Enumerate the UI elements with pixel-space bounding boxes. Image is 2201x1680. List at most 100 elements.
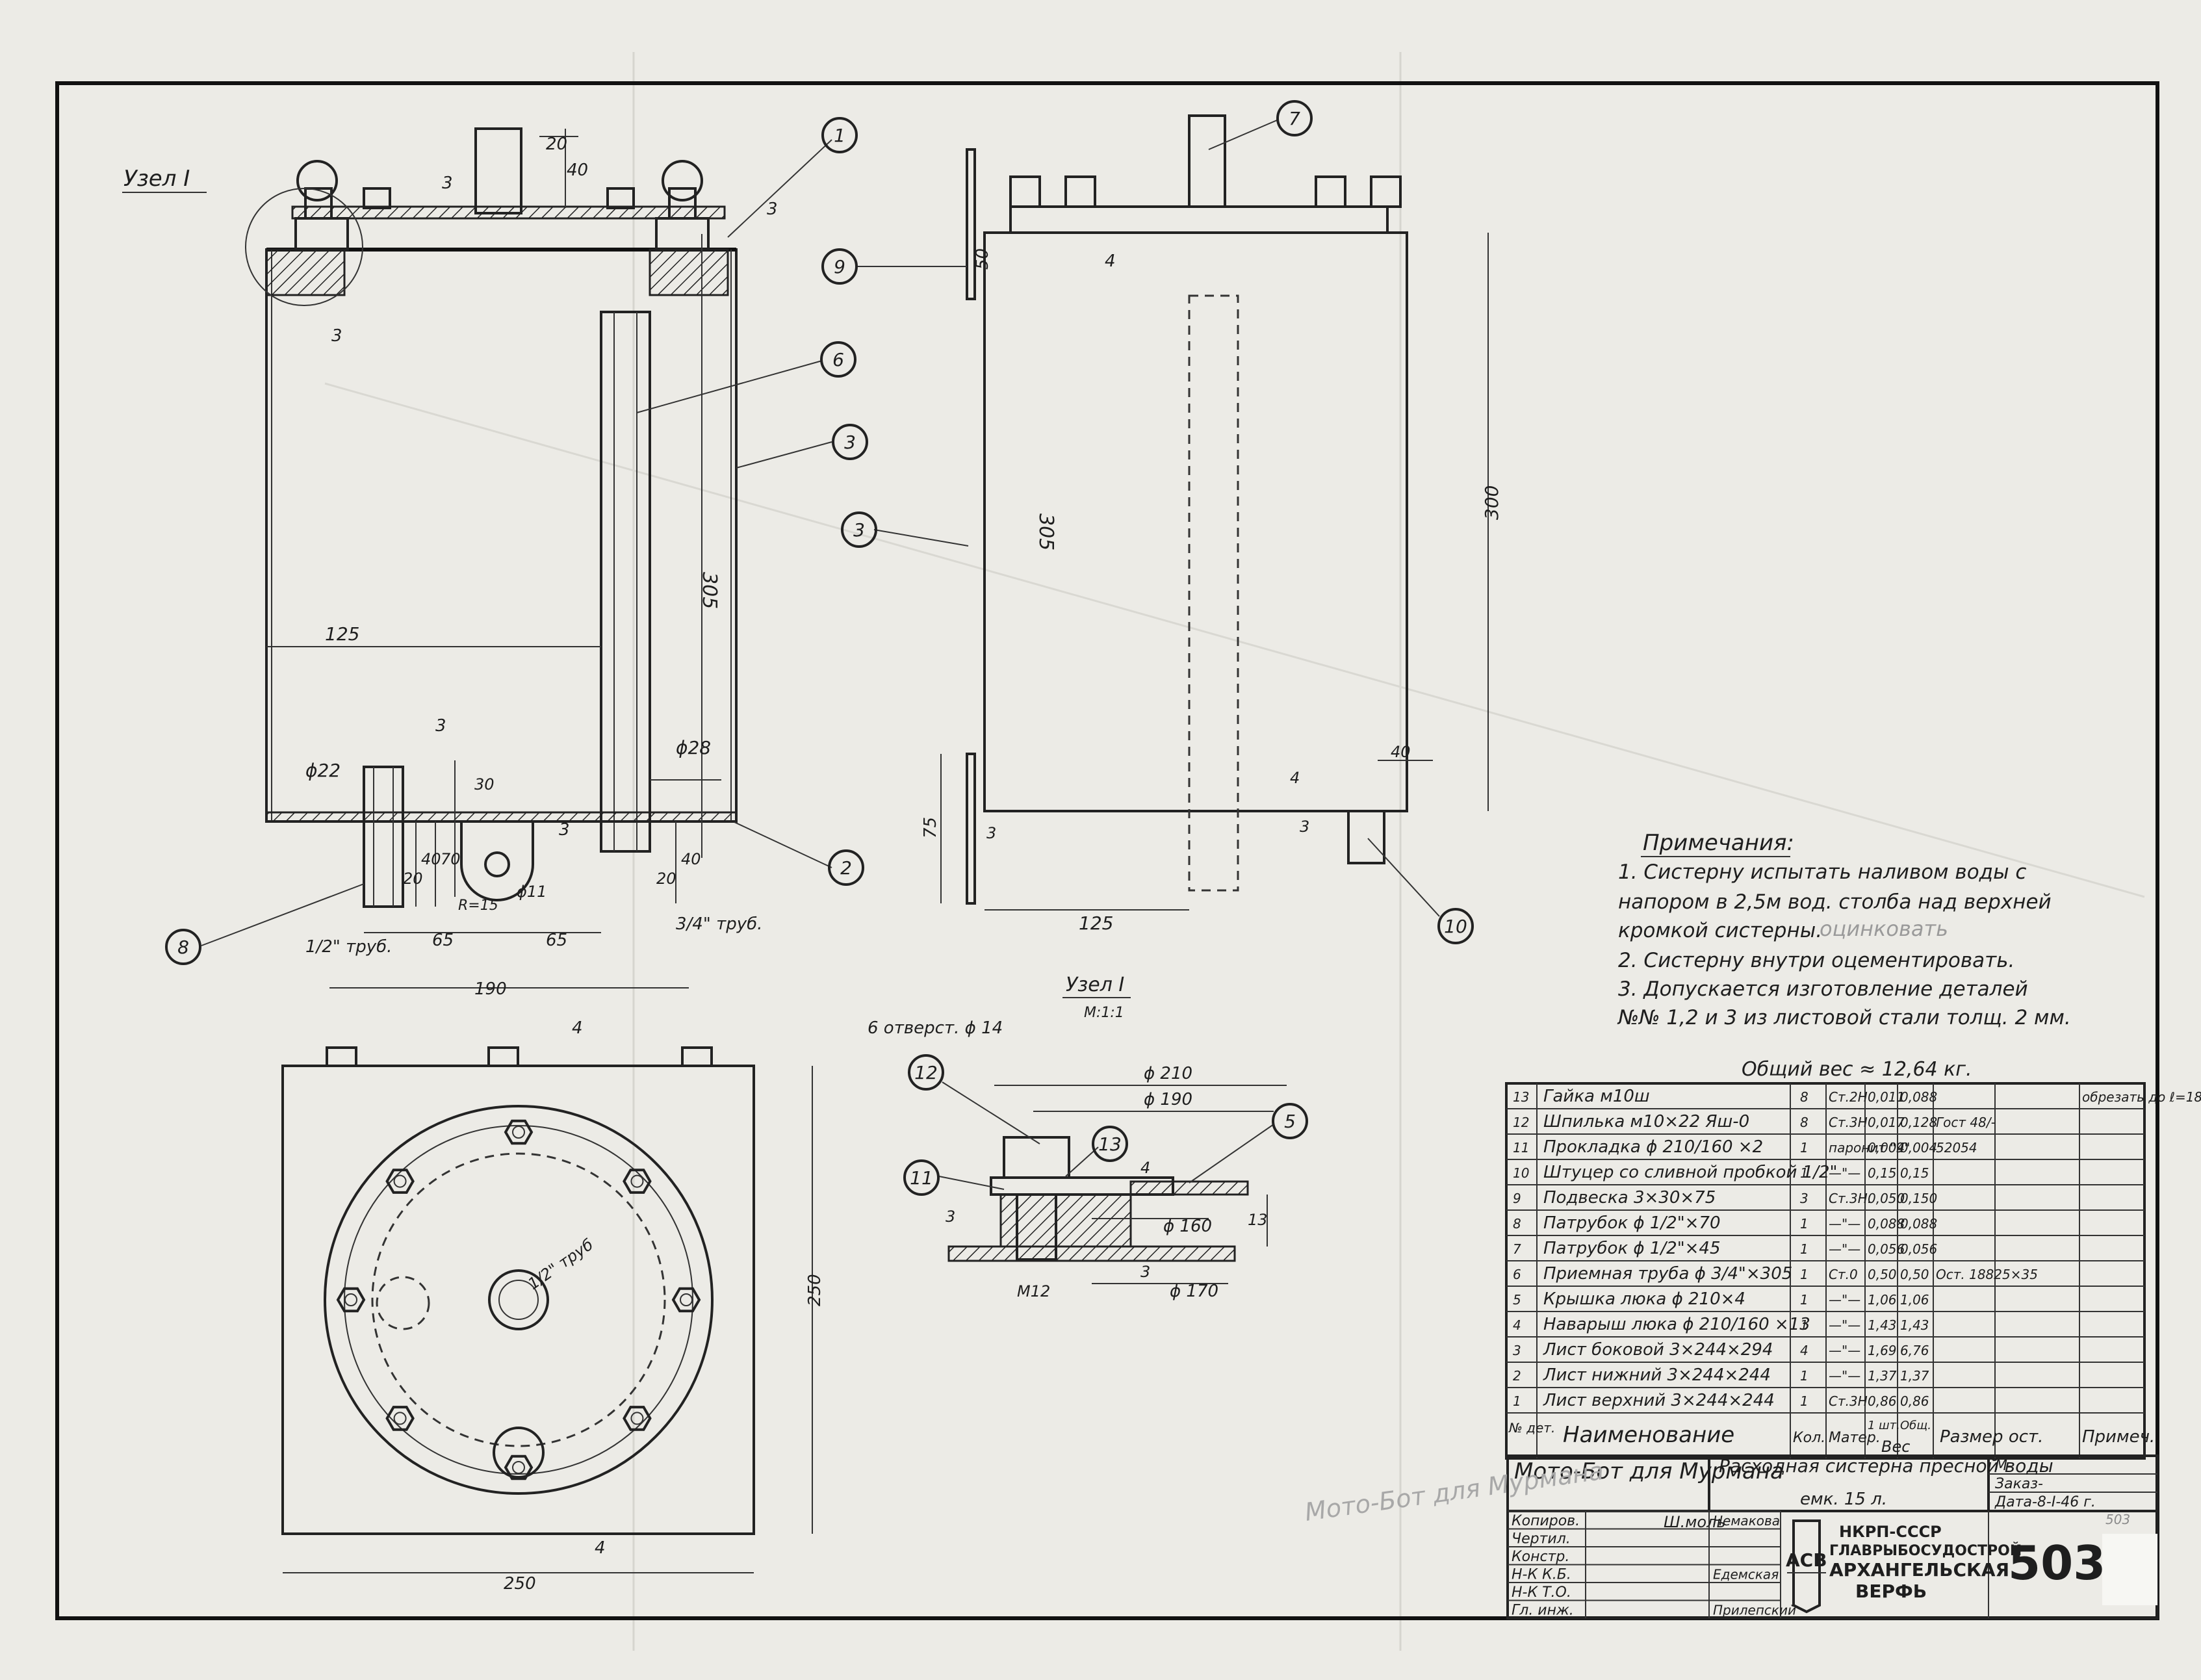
parts-cell-size: 52054 bbox=[1936, 1140, 1977, 1156]
plan-nut-icon bbox=[671, 1287, 701, 1313]
callout-balloon bbox=[1092, 1126, 1128, 1162]
copyist-signature: Ш.моль bbox=[1664, 1513, 1726, 1531]
notes-line-2: напором в 2,5м вод. столба над верхней bbox=[1618, 890, 2052, 914]
callout-balloon bbox=[908, 1054, 944, 1091]
dim-4-plan-top: 4 bbox=[572, 1018, 583, 1038]
parts-cell-w1: 0,004 bbox=[1868, 1140, 1905, 1156]
parts-cell-qty: 3 bbox=[1800, 1191, 1808, 1206]
callout-balloon bbox=[820, 341, 856, 378]
callout-number: 6 bbox=[832, 349, 844, 370]
parts-cell-w2: 6,76 bbox=[1900, 1343, 1929, 1358]
dim-3-right: 3 bbox=[767, 200, 778, 219]
parts-cell-name: Шпилька м10×22 Яш-0 bbox=[1543, 1112, 1749, 1131]
parts-cell-no: 7 bbox=[1513, 1241, 1521, 1257]
parts-cell-w2: 0,056 bbox=[1900, 1241, 1937, 1257]
dim-305: 305 bbox=[1035, 513, 1057, 550]
parts-cell-qty: 8 bbox=[1800, 1115, 1808, 1130]
callout-number: 3 bbox=[853, 519, 865, 541]
order-label: Заказ- bbox=[1995, 1476, 2043, 1492]
callout-balloon bbox=[1276, 100, 1313, 136]
dim-d170: ϕ 170 bbox=[1170, 1282, 1218, 1301]
notes-line-3: кромкой систерны. bbox=[1618, 919, 1822, 942]
callout-number: 11 bbox=[910, 1167, 933, 1189]
table-header-mat: Матер. bbox=[1829, 1430, 1881, 1446]
table-header-weight: Вес bbox=[1881, 1438, 1910, 1456]
dim-190: 190 bbox=[474, 979, 507, 999]
drawing-title: Расходная систерна пресной воды bbox=[1719, 1455, 2053, 1477]
callout-balloon bbox=[821, 248, 858, 285]
dim-70: 70 bbox=[441, 850, 461, 868]
parts-cell-w1: 0,15 bbox=[1868, 1165, 1897, 1181]
dim-50: 50 bbox=[973, 248, 992, 270]
dim-r15: R=15 bbox=[458, 898, 498, 914]
parts-cell-name: Приемная труба ϕ 3/4"×305 bbox=[1543, 1264, 1792, 1284]
dim-20: 20 bbox=[546, 135, 567, 154]
order-m: М- bbox=[1995, 1458, 2013, 1474]
parts-cell-name: Лист верхний 3×244×244 bbox=[1543, 1391, 1775, 1410]
parts-cell-name: Гайка м10ш bbox=[1543, 1087, 1650, 1106]
plan-stud bbox=[680, 1293, 693, 1306]
plan-nut-icon bbox=[623, 1406, 652, 1431]
org-line-3: АРХАНГЕЛЬСКАЯ bbox=[1829, 1559, 2009, 1581]
parts-cell-no: 10 bbox=[1513, 1165, 1529, 1181]
parts-cell-no: 8 bbox=[1513, 1216, 1521, 1232]
dim-40: 40 bbox=[567, 161, 588, 180]
parts-cell-w2: 0,088 bbox=[1900, 1089, 1937, 1105]
dim-3-side: 3 bbox=[986, 824, 996, 842]
table-header-qty: Кол. bbox=[1793, 1430, 1825, 1446]
notes-handwritten: оцинковать bbox=[1820, 916, 1948, 941]
callout-number: 10 bbox=[1444, 916, 1467, 937]
parts-cell-mat: Ст.2Н bbox=[1829, 1089, 1868, 1105]
dim-d28: ϕ28 bbox=[676, 737, 711, 758]
org-line-2: ГЛАВРЫБОСУДОСТРОЙ bbox=[1829, 1542, 2022, 1559]
dim-3b: 3 bbox=[559, 820, 570, 840]
notes-line-4: 2. Систерну внутри оцементировать. bbox=[1618, 949, 2014, 972]
node-detail-scale: M:1:1 bbox=[1084, 1005, 1124, 1021]
dim-3-side2: 3 bbox=[1300, 818, 1309, 836]
dim-40-side: 40 bbox=[1391, 743, 1411, 761]
org-line-4: ВЕРФЬ bbox=[1855, 1581, 1927, 1602]
dim-4-bottom: 4 bbox=[1290, 769, 1300, 787]
tb-name: Едемская bbox=[1713, 1567, 1779, 1583]
parts-cell-w1: 1,69 bbox=[1868, 1343, 1897, 1358]
parts-cell-qty: 4 bbox=[1800, 1343, 1808, 1358]
org-logo: АСВ bbox=[1786, 1519, 1827, 1614]
callout-number: 9 bbox=[834, 256, 845, 278]
plan-stud bbox=[393, 1412, 407, 1425]
pipe-half-label: 1/2" труб. bbox=[305, 937, 392, 957]
dim-4-plan-bot: 4 bbox=[595, 1538, 606, 1558]
dim-40b: 40 bbox=[421, 850, 441, 868]
parts-cell-mat: —"— bbox=[1829, 1343, 1860, 1358]
drawing-frame bbox=[55, 81, 2159, 1620]
table-header-name: Наименование bbox=[1563, 1422, 1734, 1448]
parts-cell-mat: —"— bbox=[1829, 1292, 1860, 1308]
parts-cell-w1: 1,06 bbox=[1868, 1292, 1897, 1308]
plan-nut-icon bbox=[385, 1406, 415, 1431]
callout-number: 2 bbox=[840, 857, 852, 879]
parts-cell-w2: 0,128 bbox=[1900, 1115, 1937, 1130]
parts-cell-w2: 0,50 bbox=[1900, 1267, 1929, 1282]
parts-cell-size: Гост 48/- bbox=[1936, 1115, 1996, 1130]
dim-13: 13 bbox=[1248, 1211, 1268, 1229]
parts-cell-w1: 0,017 bbox=[1868, 1115, 1905, 1130]
notes-line-1: 1. Систерну испытать наливом воды с bbox=[1618, 860, 2026, 884]
callout-number: 3 bbox=[844, 432, 856, 453]
drawing-date: Дата-8-I-46 г. bbox=[1994, 1494, 2096, 1510]
notes-line-5: 3. Допускается изготовление деталей bbox=[1618, 977, 2028, 1001]
parts-cell-qty: 1 bbox=[1800, 1267, 1808, 1282]
callout-balloon bbox=[828, 849, 864, 886]
table-header-w1: 1 шт. bbox=[1868, 1419, 1900, 1432]
parts-cell-name: Крышка люка ϕ 210×4 bbox=[1543, 1289, 1745, 1309]
parts-cell-name: Лист нижний 3×244×244 bbox=[1543, 1365, 1771, 1385]
callout-balloon bbox=[841, 511, 877, 548]
parts-cell-no: 6 bbox=[1513, 1267, 1521, 1282]
notes-line-6: №№ 1,2 и 3 из листовой стали толщ. 2 мм. bbox=[1617, 1006, 2071, 1029]
callout-number: 1 bbox=[834, 125, 845, 146]
callout-number: 13 bbox=[1098, 1133, 1122, 1155]
dim-4-node: 4 bbox=[1140, 1159, 1150, 1177]
dim-3-node: 3 bbox=[946, 1208, 955, 1226]
dim-holes: 6 отверст. ϕ 14 bbox=[868, 1018, 1003, 1038]
dim-125-left: 125 bbox=[325, 623, 359, 645]
dim-250-v: 250 bbox=[805, 1274, 825, 1306]
